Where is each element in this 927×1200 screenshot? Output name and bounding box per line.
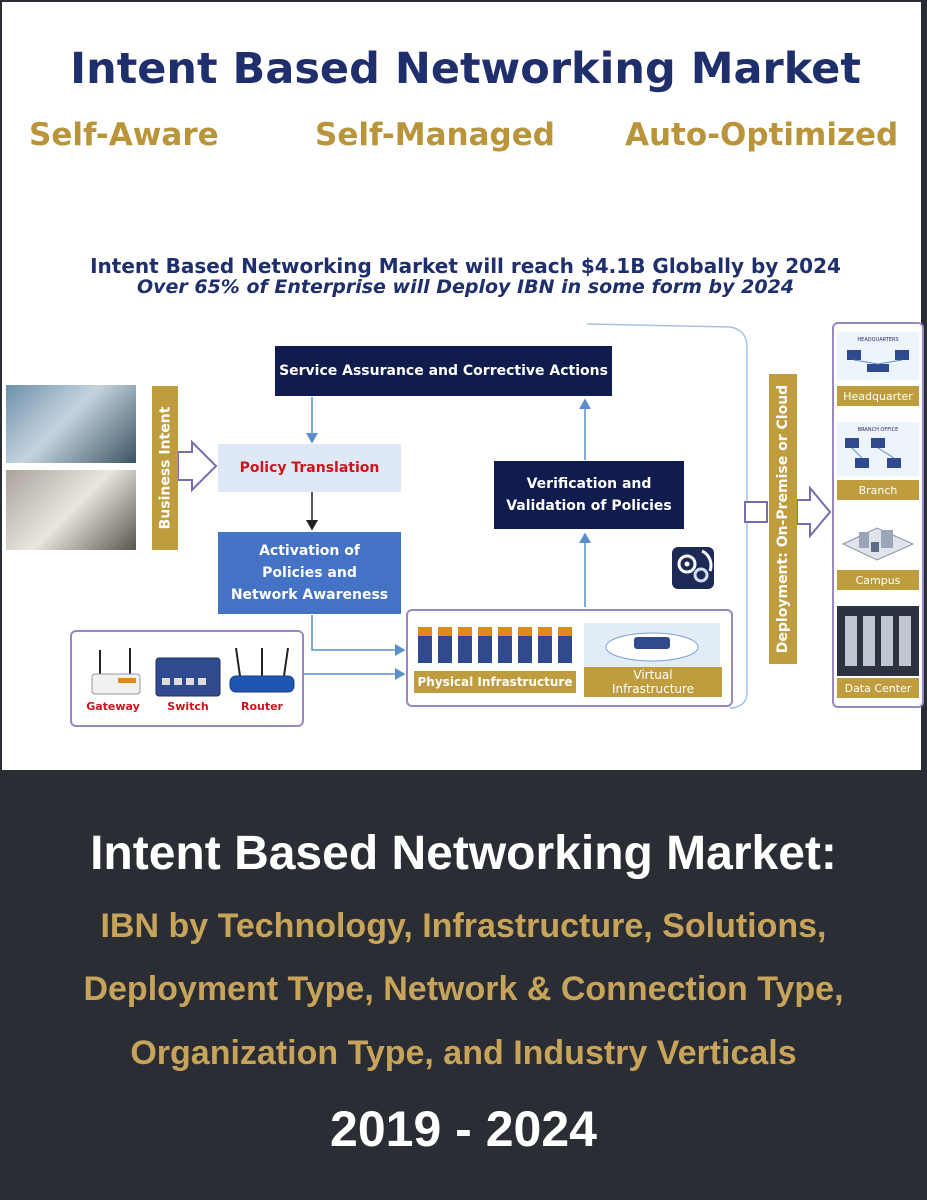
deployment-label: Deployment: On-Premise or Cloud bbox=[775, 384, 791, 654]
report-subtitle-line-1: IBN by Technology, Infrastructure, Solut… bbox=[100, 907, 827, 945]
title-band bbox=[0, 772, 927, 1200]
site-branch: Branch bbox=[837, 480, 919, 500]
service-assurance-box: Service Assurance and Corrective Actions bbox=[275, 346, 612, 396]
campus-icon bbox=[841, 527, 915, 561]
branch-icon: BRANCH OFFICE bbox=[837, 422, 919, 476]
policy-translation-box: Policy Translation bbox=[218, 444, 401, 492]
cloud-icon bbox=[584, 623, 720, 669]
site-data-center: Data Center bbox=[837, 678, 919, 698]
deployment-connector bbox=[744, 501, 768, 523]
headquarter-icon: HEADQUARTERS bbox=[837, 332, 919, 380]
datacenter-icon bbox=[837, 606, 919, 676]
devices-panel: Gateway Switch Router bbox=[70, 630, 304, 727]
report-subtitle-line-3: Organization Type, and Industry Vertical… bbox=[130, 1034, 797, 1072]
router-icon bbox=[229, 647, 295, 693]
infographic-panel: Intent Based Networking Market Self-Awar… bbox=[0, 0, 924, 772]
attribute-self-aware: Self-Aware bbox=[29, 117, 219, 153]
attribute-auto-optimized: Auto-Optimized bbox=[625, 117, 899, 153]
site-headquarter: Headquarter bbox=[837, 386, 919, 406]
subheadline: Over 65% of Enterprise will Deploy IBN i… bbox=[136, 276, 795, 298]
business-intent-arrow bbox=[177, 439, 218, 493]
tablet-photo bbox=[6, 385, 136, 463]
sites-panel: HEADQUARTERS Headquarter BRANCH OFFICE B… bbox=[832, 322, 924, 708]
switch-icon bbox=[155, 657, 221, 697]
servers-icon bbox=[418, 627, 572, 663]
deployment-bar: Deployment: On-Premise or Cloud bbox=[769, 374, 797, 664]
branch-tag: BRANCH OFFICE bbox=[858, 427, 899, 433]
virtual-infrastructure-label: Virtual Infrastructure bbox=[584, 667, 722, 697]
deployment-arrow bbox=[796, 485, 832, 539]
gateway-label: Gateway bbox=[86, 700, 140, 713]
attribute-self-managed: Self-Managed bbox=[315, 117, 555, 153]
verification-box: Verification and Validation of Policies bbox=[494, 461, 684, 529]
report-subtitle-line-2: Deployment Type, Network & Connection Ty… bbox=[83, 970, 844, 1008]
headquarter-tag: HEADQUARTERS bbox=[857, 337, 898, 343]
headline: Intent Based Networking Market will reac… bbox=[90, 254, 841, 278]
arrow-activation-to-infra bbox=[311, 615, 406, 656]
infrastructure-panel: Physical Infrastructure Virtual Infrastr… bbox=[406, 609, 733, 707]
switch-label: Switch bbox=[167, 700, 209, 713]
business-intent-bar: Business Intent bbox=[152, 386, 178, 550]
gear-icon bbox=[672, 547, 714, 589]
business-intent-label: Business Intent bbox=[157, 406, 174, 530]
gateway-icon bbox=[91, 648, 141, 695]
diagram-connectors bbox=[177, 323, 832, 709]
main-title: Intent Based Networking Market bbox=[70, 44, 861, 94]
laptop-photo bbox=[6, 470, 136, 550]
report-years: 2019 - 2024 bbox=[330, 1101, 597, 1157]
physical-infrastructure-label: Physical Infrastructure bbox=[414, 671, 576, 693]
activation-box: Activation of Policies and Network Aware… bbox=[218, 532, 401, 614]
report-title: Intent Based Networking Market: bbox=[90, 827, 837, 880]
router-label: Router bbox=[240, 700, 283, 713]
site-campus: Campus bbox=[837, 570, 919, 590]
